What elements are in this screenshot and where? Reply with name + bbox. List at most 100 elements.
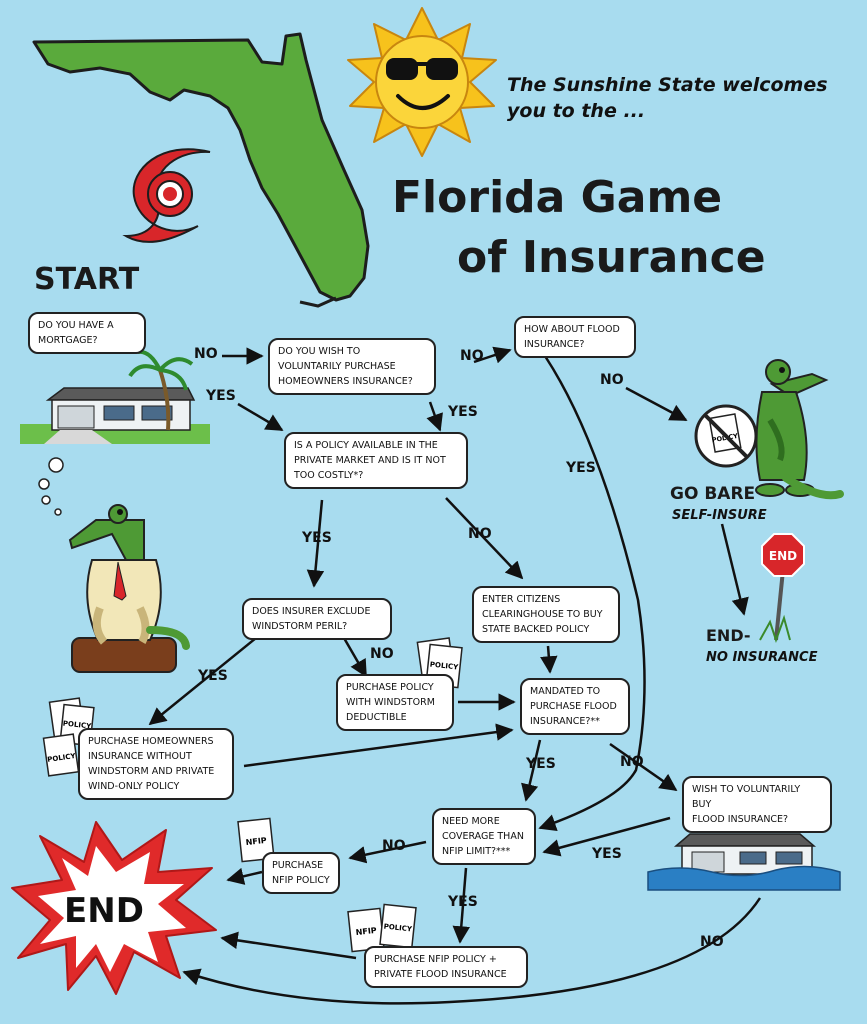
- box-line: with windstorm: [346, 697, 435, 708]
- box-line: too costly*?: [294, 470, 364, 481]
- box-line: homeowners insurance?: [278, 376, 413, 387]
- box-purchase-nfip-private: Purchase NFIP policy + private flood ins…: [364, 946, 528, 988]
- box-line: Does insurer exclude: [252, 606, 371, 617]
- box-citizens: Enter Citizens clearinghouse to buy stat…: [472, 586, 620, 643]
- arrow-private-no: [445, 497, 524, 580]
- label-yes-mandated: YES: [526, 756, 556, 772]
- box-purchase-nfip: Purchase NFIP policy: [262, 852, 340, 894]
- box-line: clearinghouse to buy: [482, 609, 603, 620]
- label-yes-wish: YES: [592, 846, 622, 862]
- arrow-voluntary-yes: [426, 401, 443, 432]
- arrow-need-yes: [452, 867, 470, 944]
- welcome-line-1: The Sunshine State welcomes: [507, 74, 828, 96]
- label-yes-exclude: YES: [198, 668, 228, 684]
- box-voluntary-homeowners: Do you wish to voluntarily purchase home…: [268, 338, 436, 395]
- box-mandated-flood: Mandated to purchase flood insurance?**: [520, 678, 630, 735]
- go-bare-gator-icon: [755, 359, 844, 500]
- label-no-need: NO: [382, 838, 406, 854]
- box-line: private market and is it not: [294, 455, 446, 466]
- policy-stamp-4: POLICY: [383, 923, 413, 934]
- no-policy-icon: POLICY: [694, 404, 758, 468]
- box-private-market: Is a policy available in the private mar…: [284, 432, 468, 489]
- house-icon: [20, 349, 210, 444]
- arrow-mandated-no: [609, 742, 678, 792]
- box-line: Purchase: [272, 860, 324, 871]
- box-line: private flood insurance: [374, 969, 507, 980]
- go-bare-label: GO BARE: [670, 484, 756, 504]
- box-line: NFIP limit?***: [442, 846, 511, 857]
- box-line: Wish to voluntarily buy: [692, 784, 801, 810]
- box-line: Purchase policy: [346, 682, 434, 693]
- arrow-exclude-yes: [148, 637, 257, 726]
- box-purchase-without-windstorm: Purchase homeowners insurance without wi…: [78, 728, 234, 800]
- box-line: Is a policy available in the: [294, 440, 438, 451]
- label-no-voluntary: NO: [460, 348, 484, 364]
- self-insure-label: SELF-INSURE: [672, 508, 767, 523]
- box-line: insurance without: [88, 751, 192, 762]
- box-line: coverage than: [442, 831, 524, 842]
- box-line: insurance?**: [530, 716, 600, 727]
- nfip-stamp-1: NFIP: [245, 836, 267, 847]
- label-yes-mortgage: YES: [206, 388, 236, 404]
- end-burst-label: END: [64, 891, 144, 931]
- box-line: insurance?: [524, 339, 585, 350]
- box-line: How about flood: [524, 324, 620, 335]
- label-no-flood: NO: [600, 372, 624, 388]
- box-line: windstorm and private: [88, 766, 215, 777]
- label-no-mortgage: NO: [194, 346, 218, 362]
- box-line: deductible: [346, 712, 407, 723]
- arrow-citizens-mandated: [540, 645, 558, 674]
- box-line: flood insurance?: [692, 814, 789, 825]
- box-line: purchase flood: [530, 701, 617, 712]
- box-line: Purchase homeowners: [88, 736, 214, 747]
- welcome-text: The Sunshine State welcomes you to the .…: [507, 72, 828, 124]
- box-purchase-windstorm-deductible: Purchase policy with windstorm deductibl…: [336, 674, 454, 731]
- arrow-private-yes: [306, 499, 325, 588]
- box-line: Do you wish to: [278, 346, 361, 357]
- page-title-line-2: of Insurance: [457, 232, 766, 283]
- label-no-wish: NO: [700, 934, 724, 950]
- start-label: START: [34, 262, 140, 297]
- flow-arrows: [148, 346, 762, 1005]
- policy-stamp-3: POLICY: [47, 752, 77, 764]
- arrow-voluntary-no: [473, 346, 512, 364]
- policy-stamp-1: POLICY: [429, 661, 459, 672]
- florida-map-icon: [32, 32, 370, 302]
- arrow-flood-no: [625, 386, 688, 422]
- label-yes-flood: YES: [566, 460, 596, 476]
- sun-icon: [347, 7, 497, 157]
- arrow-exclude-no: [342, 637, 368, 678]
- box-line: state backed policy: [482, 624, 590, 635]
- box-line: NFIP policy: [272, 875, 330, 886]
- arrow-without-mandated: [243, 723, 514, 768]
- end-stop-sign-icon: END: [759, 533, 805, 644]
- end-sign-label: END: [769, 549, 797, 563]
- box-line: voluntarily purchase: [278, 361, 396, 372]
- box-line: mortgage?: [38, 335, 98, 346]
- box-wish-voluntarily-flood: Wish to voluntarily buy flood insurance?: [682, 776, 832, 833]
- arrow-flood-yes: [538, 355, 646, 832]
- box-need-more-coverage: Need more coverage than NFIP limit?***: [432, 808, 536, 865]
- label-yes-voluntary: YES: [448, 404, 478, 420]
- arrow-need-no: [348, 840, 427, 864]
- label-no-private: NO: [468, 526, 492, 542]
- box-mortgage: Do you have a mortgage?: [28, 312, 146, 354]
- end-no-insurance-label-2: NO INSURANCE: [706, 650, 818, 665]
- box-line: Need more: [442, 816, 500, 827]
- box-exclude-windstorm: Does insurer exclude windstorm peril?: [242, 598, 392, 640]
- thought-bubbles-icon: [38, 457, 64, 516]
- arrow-gobare-end: [720, 523, 749, 616]
- arrow-wish-no-end: [182, 897, 762, 1005]
- box-line: wind-only policy: [88, 781, 180, 792]
- flooded-house-icon: [647, 833, 841, 891]
- box-line: Mandated to: [530, 686, 601, 697]
- box-line: Do you have a: [38, 320, 114, 331]
- end-no-insurance-label-1: END-: [706, 626, 751, 645]
- nfip-stamp-2: NFIP: [355, 926, 377, 937]
- box-line: Enter Citizens: [482, 594, 561, 605]
- thinking-gator-icon: [68, 504, 190, 673]
- label-no-exclude: NO: [370, 646, 394, 662]
- arrow-nfip-private-end: [220, 931, 357, 960]
- nfip-papers-icon: NFIP NFIP POLICY: [237, 817, 417, 953]
